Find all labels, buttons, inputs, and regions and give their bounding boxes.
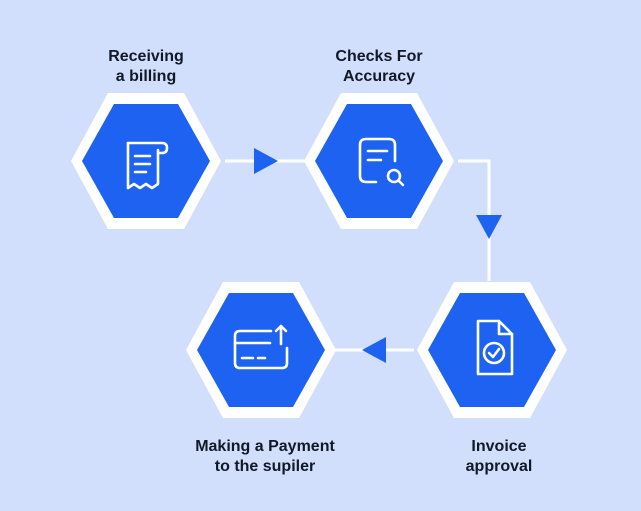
card-upload-icon (233, 324, 289, 370)
label-line: Accuracy (342, 68, 416, 85)
document-check-icon (476, 319, 514, 376)
label-line: approval (465, 458, 533, 475)
receipt-icon (126, 141, 169, 190)
step-invoice-approval (417, 282, 567, 418)
hexagon-inner (197, 293, 325, 407)
hexagon-inner (82, 104, 210, 218)
arrow-down-icon (476, 215, 502, 239)
step-label-checks-accuracy: Checks For Accuracy (279, 47, 479, 87)
arrows (254, 148, 502, 363)
arrow-left-icon (362, 337, 386, 363)
step-receiving-billing (71, 93, 221, 229)
step-label-making-payment: Making a Payment to the supiler (160, 437, 370, 477)
label-line: Receiving (108, 48, 184, 65)
step-label-invoice-approval: Invoice approval (399, 437, 599, 477)
step-label-receiving-billing: Receiving a billing (46, 47, 246, 87)
arrow-right-icon (254, 148, 278, 174)
label-line: Making a Payment (195, 438, 335, 455)
label-line: Checks For (335, 48, 423, 65)
label-line: Invoice (471, 438, 527, 455)
step-checks-accuracy (304, 93, 454, 229)
document-search-icon (358, 137, 405, 187)
label-line: a billing (115, 68, 177, 85)
label-line: to the supiler (214, 458, 316, 475)
hexagon-inner (428, 293, 556, 407)
connector-step2-step3 (458, 159, 491, 281)
step-making-payment (186, 282, 336, 418)
